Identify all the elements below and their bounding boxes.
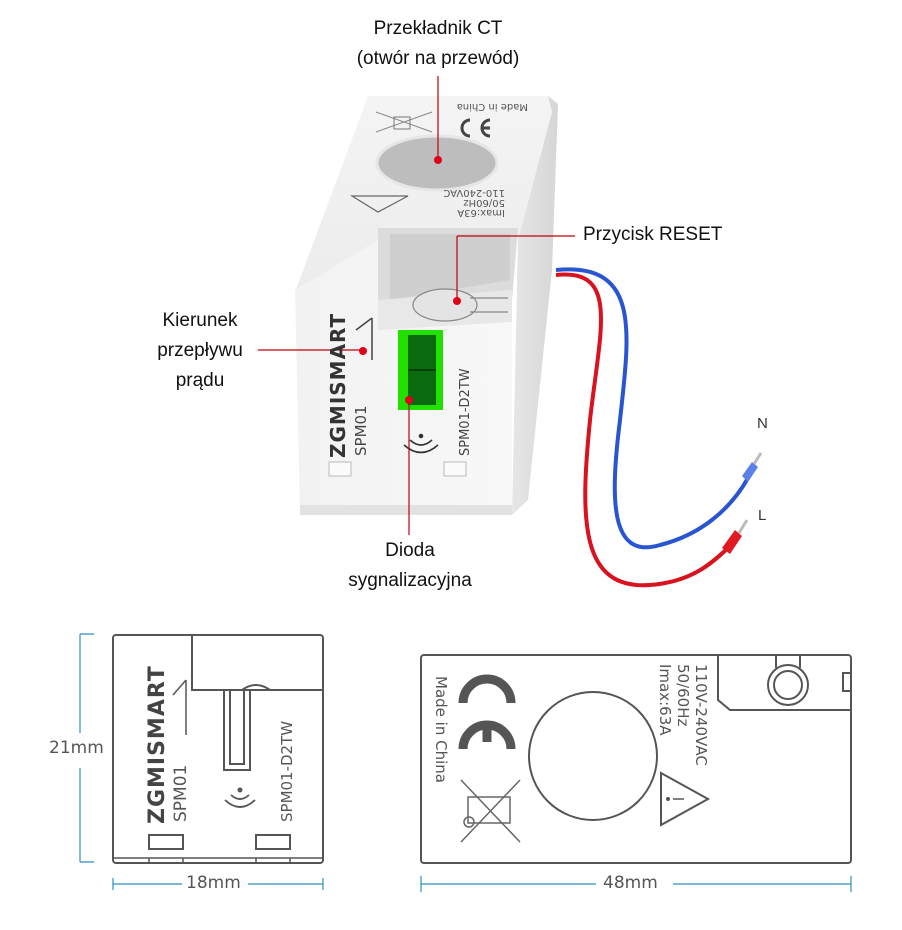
top-rating-2: 50/60Hz [463, 197, 505, 208]
dimension-width-side: 18mm [183, 873, 244, 893]
top-view-drawing [420, 654, 852, 864]
top-rating-3: 110-240VAC [443, 187, 505, 198]
top-weee-icon [375, 111, 433, 133]
top-view-rating-line-3: Imax:63A [656, 664, 674, 736]
callout-dot-reset [453, 297, 461, 305]
dimension-lines-top [420, 876, 852, 892]
top-view-warning-icon [660, 771, 711, 827]
callout-led-line-1: Dioda [385, 540, 435, 561]
wire-neutral [555, 267, 750, 550]
top-rating-1: Imax:63A [457, 207, 505, 218]
callout-reset-button: Przycisk RESET [583, 224, 723, 245]
device-variant-3d: SPM01-D2TW [458, 368, 473, 456]
top-made-in-china: Made in China [457, 101, 528, 112]
callout-ct-line-2: (otwór na przewód) [356, 48, 520, 69]
callout-dot-direction [359, 347, 367, 355]
device-model-3d: SPM01 [352, 405, 370, 456]
reset-button-shape [412, 288, 478, 322]
callout-ct-line-1: Przekładnik CT [373, 18, 503, 39]
top-view-ct-hole [528, 691, 658, 821]
callout-dot-led [405, 396, 413, 404]
callout-direction-line-1: Kierunek [162, 310, 238, 331]
callout-signal-led: Dioda sygnalizacyjna [320, 536, 500, 596]
dimension-height: 21mm [46, 738, 107, 758]
top-warning-icon [349, 195, 409, 213]
dimension-width-top: 48mm [600, 873, 661, 893]
wire-label-live: L [758, 507, 767, 524]
callout-led-line-2: sygnalizacyjna [348, 570, 472, 591]
wire-live [555, 272, 730, 588]
device-side-face [512, 96, 558, 515]
side-view-model: SPM01 [171, 764, 191, 822]
callout-direction-line-2: przepływu [157, 340, 243, 361]
side-view-variant: SPM01-D2TW [278, 720, 296, 822]
top-ce-mark [460, 118, 491, 138]
top-view-made-in-china: Made in China [432, 676, 450, 783]
top-view-rating-line-1: 110V-240VAC [692, 664, 710, 766]
top-view-mount-hole [767, 664, 809, 706]
top-view-rating-line-2: 50/60Hz [674, 664, 692, 727]
wireless-icon [403, 433, 439, 454]
top-view-weee-icon [460, 779, 521, 843]
device-top-face [295, 96, 552, 292]
wire-label-neutral: N [757, 415, 768, 432]
top-view-ce-mark [458, 674, 516, 750]
dimension-lines-side [79, 633, 324, 890]
ferrule-neutral [742, 462, 758, 482]
ferrule-live [722, 530, 742, 554]
side-view-brand: ZGMISMART [145, 665, 170, 824]
callout-line-reset [456, 235, 575, 300]
callout-direction-line-3: prądu [175, 370, 225, 391]
device-brand-3d: ZGMISMART [326, 312, 350, 458]
callout-dot-ct [434, 156, 442, 164]
side-view-drawing [112, 634, 324, 864]
callout-current-direction: Kierunek przepływu prądu [130, 306, 270, 396]
direction-arrow-mark [355, 317, 373, 360]
callout-ct-transformer: Przekładnik CT (otwór na przewód) [330, 14, 546, 74]
